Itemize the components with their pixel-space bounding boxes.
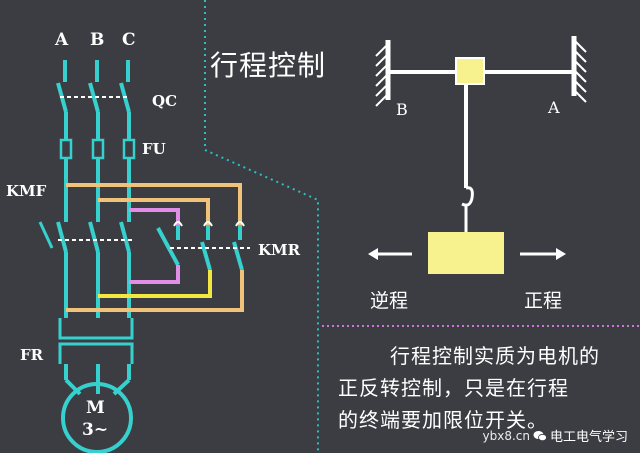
left-end-label: B [396,100,408,119]
motor-phase-label: 3~ [82,420,109,440]
kmf-label: KMF [6,182,47,200]
fr-label: FR [20,346,44,364]
travel-title: 行程控制 [210,49,327,82]
watermark: ybx8.cn 电工电气学习 [482,426,629,446]
qc-label: QC [152,92,178,110]
fu-label: FU [142,140,166,158]
note-line-3: 的终端要加限位开关。 [338,408,548,432]
note-line-1: 行程控制实质为电机的 [390,344,600,368]
phase-label-c: C [122,30,136,50]
travel-mechanism [368,36,587,274]
phase-label-a: A [55,30,69,50]
main-power-lines [38,60,136,453]
watermark-domain: ybx8.cn [482,428,530,443]
kmr-reversing-branch [66,183,250,312]
load-block [428,232,504,274]
watermark-channel: 电工电气学习 [549,430,628,445]
slider-block [455,57,485,85]
motor-label: M [86,398,105,418]
note-line-2: 正反转控制，只是在行程 [338,376,569,400]
reverse-direction-label: 逆程 [370,290,409,312]
wechat-icon [533,430,547,441]
right-end-label: A [548,98,560,117]
kmr-label: KMR [258,241,301,259]
forward-direction-label: 正程 [524,290,563,312]
phase-label-b: B [90,30,105,50]
region-divider [204,0,319,453]
